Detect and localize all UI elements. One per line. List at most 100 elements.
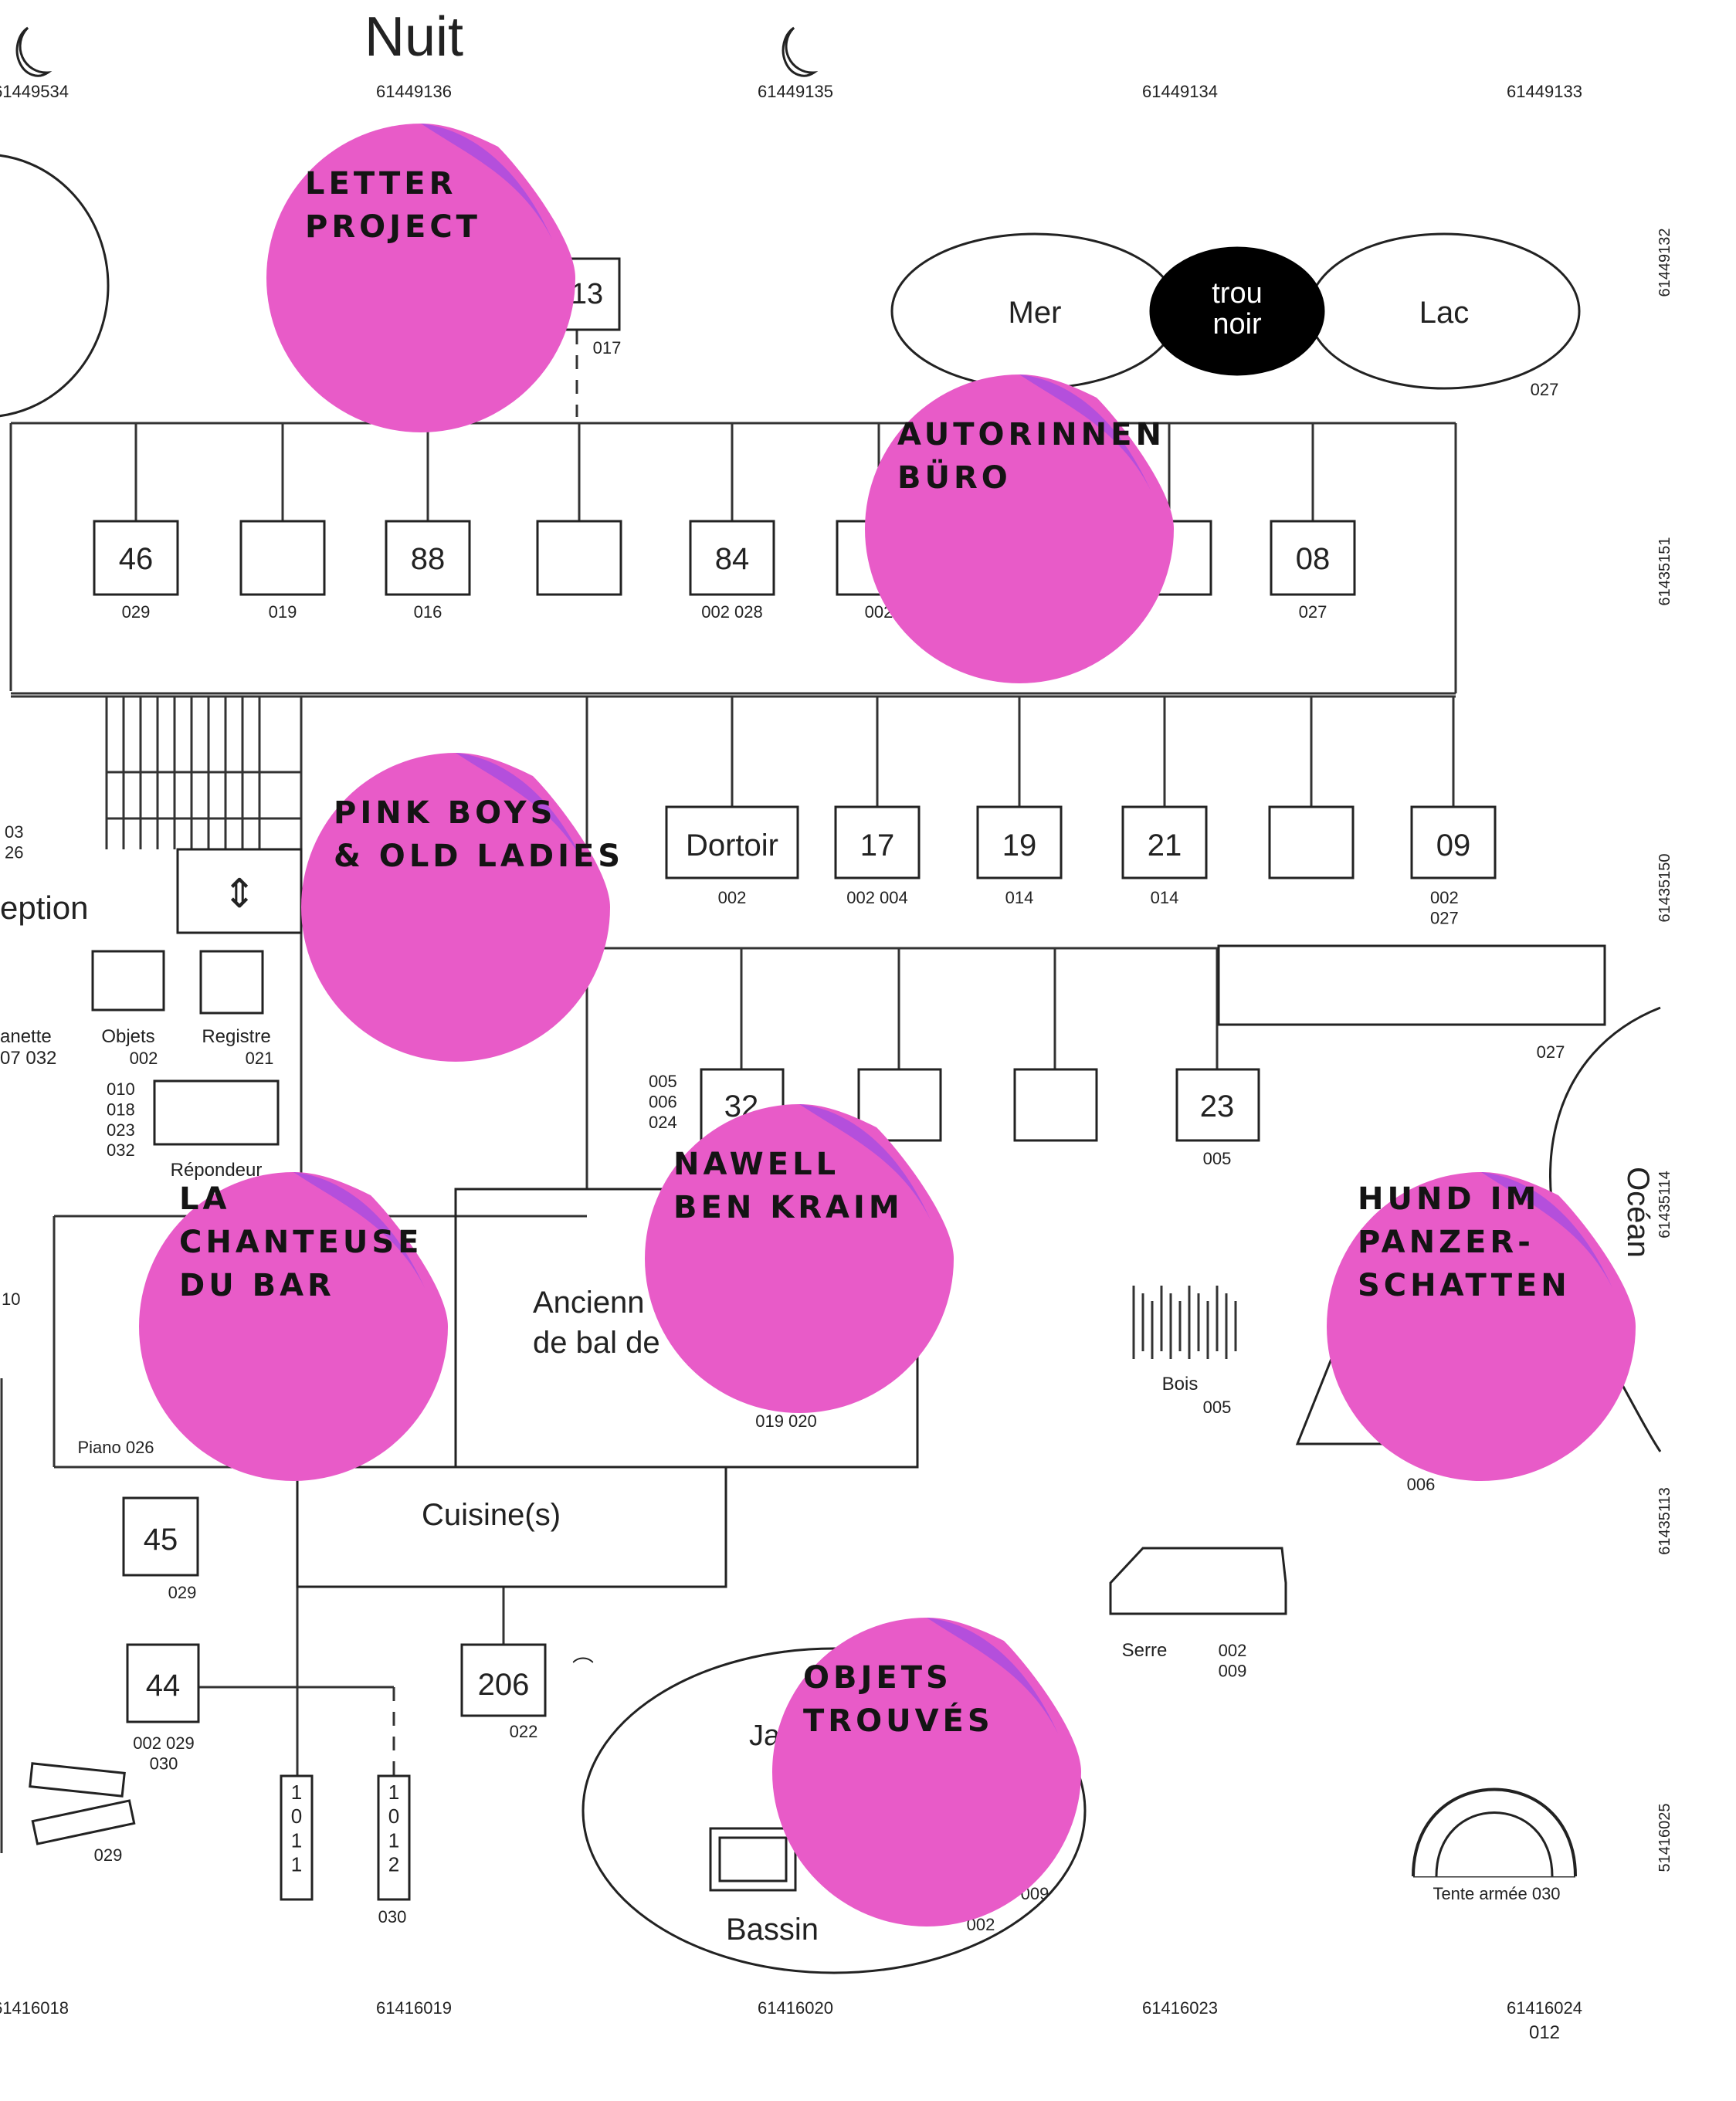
repondeur-label: Répondeur	[171, 1160, 263, 1181]
bed-icon	[29, 1762, 126, 1798]
bar-code: 10	[2, 1289, 20, 1309]
grid-code-top: 61449135	[758, 82, 833, 101]
room-row3	[1013, 1068, 1098, 1142]
sticker-chanteuse[interactable]: LA CHANTEUSE DU BAR	[139, 1172, 448, 1481]
piano-label: Piano 026	[77, 1438, 154, 1457]
grid-code-right: 61435114	[1656, 1171, 1673, 1239]
room-code: 002 028	[701, 602, 763, 622]
page-title: Nuit	[364, 6, 463, 68]
room-row2	[665, 805, 799, 879]
tente-icon	[1412, 1788, 1577, 1877]
room-code: 030	[378, 1907, 407, 1926]
hanger-icon: ⌒	[572, 1656, 594, 1680]
room-label: 46	[119, 542, 154, 576]
room-206	[460, 1643, 547, 1717]
room-label: 13	[571, 278, 603, 310]
sticker-pink-boys[interactable]: PINK BOYS & OLD LADIES	[301, 753, 620, 1062]
moon-icon	[782, 26, 815, 77]
grid-code-right: 61435113	[1656, 1487, 1673, 1555]
sticker-label: LA CHANTEUSE DU BAR	[179, 1181, 423, 1303]
trou-label: trou	[1212, 277, 1262, 310]
registre-box	[199, 950, 264, 1015]
ancienne-code: 019 020	[755, 1411, 817, 1431]
grid-code-bottom: 61416018	[0, 1998, 69, 2018]
room-label: 19	[1002, 829, 1037, 862]
bassin-label: Bassin	[726, 1913, 819, 1947]
room-label: 88	[411, 542, 446, 576]
bois-code: 005	[1203, 1398, 1232, 1417]
cuisine	[296, 1466, 727, 1588]
elevator-icon: ⇕	[222, 872, 256, 917]
grid-code-right: 51416025	[1656, 1804, 1673, 1872]
sticker-label: NAWELL BEN KRAIM	[673, 1147, 904, 1225]
room-row2	[1121, 805, 1208, 879]
oval-left	[0, 154, 110, 418]
room-row2	[976, 805, 1063, 879]
grid-code-right: 61435150	[1656, 854, 1673, 923]
lac-label: Lac	[1419, 296, 1470, 330]
reception-label: eption	[0, 890, 88, 926]
greenhouse-icon	[1109, 1547, 1287, 1615]
room-label: 08	[1296, 542, 1331, 576]
wall-code: 027	[1537, 1042, 1565, 1062]
ancienne-label: Ancienn	[533, 1286, 645, 1320]
room-label: Dortoir	[686, 829, 778, 862]
registre-label: Registre	[202, 1026, 270, 1047]
registre-code: 021	[246, 1049, 274, 1068]
room-code: 014	[1151, 888, 1179, 907]
sticker-label: AUTORINNEN BÜRO	[897, 417, 1165, 496]
room-1011	[280, 1774, 314, 1901]
room-code: 002 004	[846, 888, 908, 907]
grid-code-bottom: 61416024	[1507, 1998, 1582, 2018]
room-44	[126, 1643, 200, 1723]
brick-wall	[1217, 944, 1606, 1026]
room-code: 022	[510, 1722, 538, 1741]
sticker-label: PINK BOYS & OLD LADIES	[334, 795, 625, 874]
sticker-label: OBJETS TROUVÉS	[803, 1660, 994, 1739]
room-row2	[1268, 805, 1355, 879]
sticker-letter-project[interactable]: LETTER PROJECT	[266, 124, 575, 432]
grid-code-top: 61449534	[0, 82, 69, 101]
room-code: 029	[168, 1583, 197, 1602]
room-label: 17	[860, 829, 895, 862]
grid-code-right: 61449132	[1656, 229, 1673, 297]
room-label: 23	[1200, 1089, 1235, 1123]
trou-label: noir	[1212, 308, 1262, 341]
tente-label: Tente armée 030	[1433, 1884, 1560, 1903]
room-row1	[536, 520, 622, 596]
sticker-label: LETTER PROJECT	[305, 166, 481, 245]
grid-code-bottom: 012	[1529, 2022, 1560, 2043]
room-label: 09	[1436, 829, 1471, 862]
cuisine-label: Cuisine(s)	[422, 1498, 561, 1532]
room-code: 005	[1203, 1149, 1232, 1168]
room-row1	[239, 520, 326, 596]
room-45	[122, 1496, 199, 1577]
room-row1	[93, 520, 179, 596]
room-code: 002	[718, 888, 747, 907]
sticker-label: HUND IM PANZER- SCHATTEN	[1358, 1181, 1571, 1303]
sticker-hund[interactable]: HUND IM PANZER- SCHATTEN	[1327, 1172, 1636, 1481]
room-row2	[834, 805, 921, 879]
lac-code: 027	[1531, 380, 1559, 399]
grid-code-bottom: 61416023	[1142, 1998, 1218, 2018]
grid-code-top: 61449133	[1507, 82, 1582, 101]
elevator	[176, 848, 303, 934]
sticker-autorinnen[interactable]: AUTORINNEN BÜRO	[865, 374, 1174, 683]
room-row1	[385, 520, 471, 596]
room-label: 21	[1148, 829, 1182, 862]
grid-code-top: 61449136	[376, 82, 452, 101]
room-code: 027	[1299, 602, 1327, 622]
sticker-nawell[interactable]: NAWELL BEN KRAIM	[645, 1104, 954, 1413]
bed-icon	[31, 1799, 136, 1845]
bois-label: Bois	[1162, 1374, 1199, 1394]
panette-label: anette	[0, 1026, 52, 1047]
room-label: 206	[478, 1668, 530, 1702]
sticker-objets-trouves[interactable]: OBJETS TROUVÉS	[772, 1618, 1081, 1926]
room-row2	[1410, 805, 1497, 879]
